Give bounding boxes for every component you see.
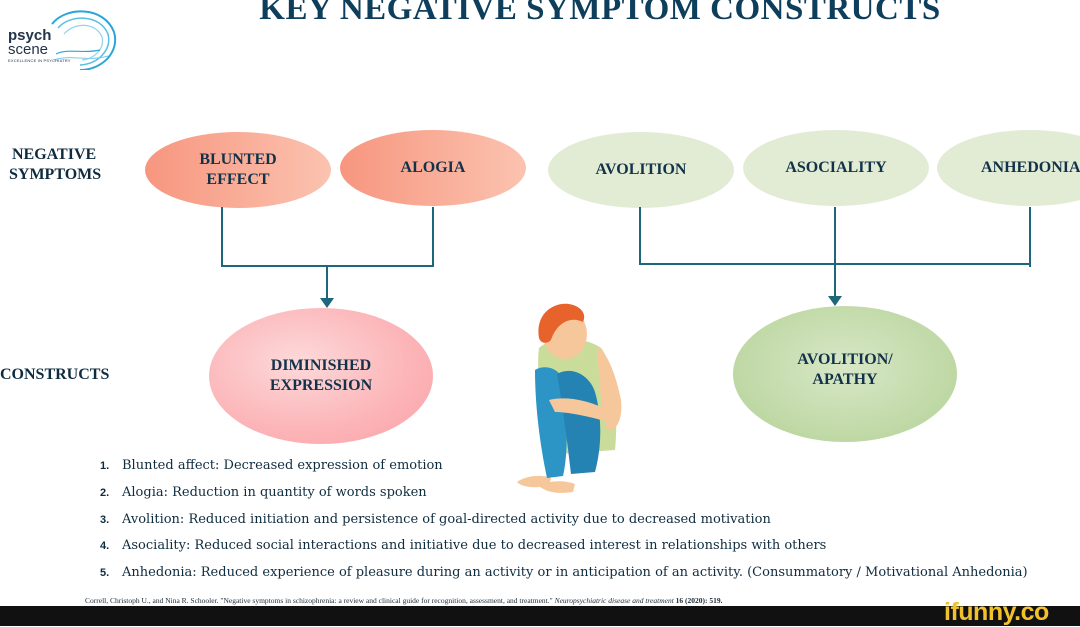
list-text: Asociality: Reduced social interactions …: [122, 538, 827, 553]
constructs-label: CONSTRUCTS: [0, 366, 110, 383]
connector-line: [221, 207, 223, 267]
connector-line: [432, 207, 434, 267]
construct-label: APATHY: [812, 371, 878, 388]
symptom-label: AVOLITION: [595, 161, 687, 178]
arrow-down-icon: [320, 298, 334, 308]
list-number: 1.: [100, 460, 110, 472]
symptom-label: EFFECT: [206, 171, 270, 188]
list-item: 2. Alogia: Reduction in quantity of words…: [100, 485, 427, 500]
symptom-label: ANHEDONIA: [981, 159, 1080, 176]
page-title: KEY NEGATIVE SYMPTOM CONSTRUCTS: [259, 0, 941, 27]
symptom-asociality: ASOCIALITY: [743, 130, 929, 206]
connector-line: [326, 266, 328, 300]
citation-journal: Neuropsychiatric disease and treatment: [554, 596, 674, 605]
ifunny-watermark: ifunny.co: [944, 598, 1049, 626]
logo-wordmark-2: scene: [8, 41, 49, 58]
symptom-blunted-effect: BLUNTED EFFECT: [145, 132, 331, 208]
list-item: 5. Anhedonia: Reduced experience of pleas…: [100, 565, 1028, 580]
list-number: 3.: [100, 514, 110, 526]
list-text: Avolition: Reduced initiation and persis…: [122, 512, 771, 527]
citation-text: Correll, Christoph U., and Nina R. Schoo…: [85, 596, 553, 605]
row-label-line: NEGATIVE: [12, 146, 97, 163]
connector-line: [834, 264, 836, 298]
symptom-label: ASOCIALITY: [785, 159, 887, 176]
psych-scene-logo-icon: [51, 10, 117, 70]
symptom-alogia: ALOGIA: [340, 130, 526, 206]
sad-person-illustration-icon: [517, 303, 622, 493]
construct-avolition-apathy: AVOLITION/APATHY: [733, 306, 957, 442]
bottom-bar: [0, 606, 1080, 626]
construct-diminished-expression: DIMINISHED EXPRESSION: [209, 308, 433, 444]
construct-label: AVOLITION/: [797, 351, 893, 368]
connector-line: [1029, 207, 1031, 267]
citation-details: 16 (2020): 519.: [675, 596, 723, 605]
citation: Correll, Christoph U., and Nina R. Schoo…: [85, 596, 723, 605]
list-text: Blunted affect: Decreased expression of …: [122, 458, 443, 473]
symptom-label: BLUNTED: [199, 151, 277, 168]
list-number: 4.: [100, 540, 110, 552]
symptom-avolition: AVOLITION: [548, 132, 734, 208]
list-number: 2.: [100, 487, 110, 499]
negative-symptoms-label: NEGATIVE SYMPTOMS: [9, 145, 102, 185]
list-text: Alogia: Reduction in quantity of words s…: [122, 485, 427, 500]
symptom-label: ALOGIA: [400, 159, 466, 176]
list-item: 1. Blunted affect: Decreased expression o…: [100, 458, 443, 473]
list-text: Anhedonia: Reduced experience of pleasur…: [122, 565, 1028, 580]
construct-label: DIMINISHED: [270, 357, 372, 374]
list-item: 4. Asociality: Reduced social interaction…: [100, 538, 826, 553]
symptom-anhedonia: ANHEDONIA: [937, 130, 1080, 206]
logo-tagline: EXCELLENCE IN PSYCHIATRY: [8, 58, 71, 63]
connector-line: [834, 207, 836, 265]
list-number: 5.: [100, 567, 110, 579]
construct-label: EXPRESSION: [269, 377, 373, 394]
arrow-down-icon: [828, 296, 842, 306]
row-label-line: SYMPTOMS: [9, 166, 102, 183]
list-item: 3. Avolition: Reduced initiation and pers…: [100, 512, 771, 527]
connector-line: [639, 207, 641, 265]
logo-wordmark: psych: [8, 27, 52, 44]
